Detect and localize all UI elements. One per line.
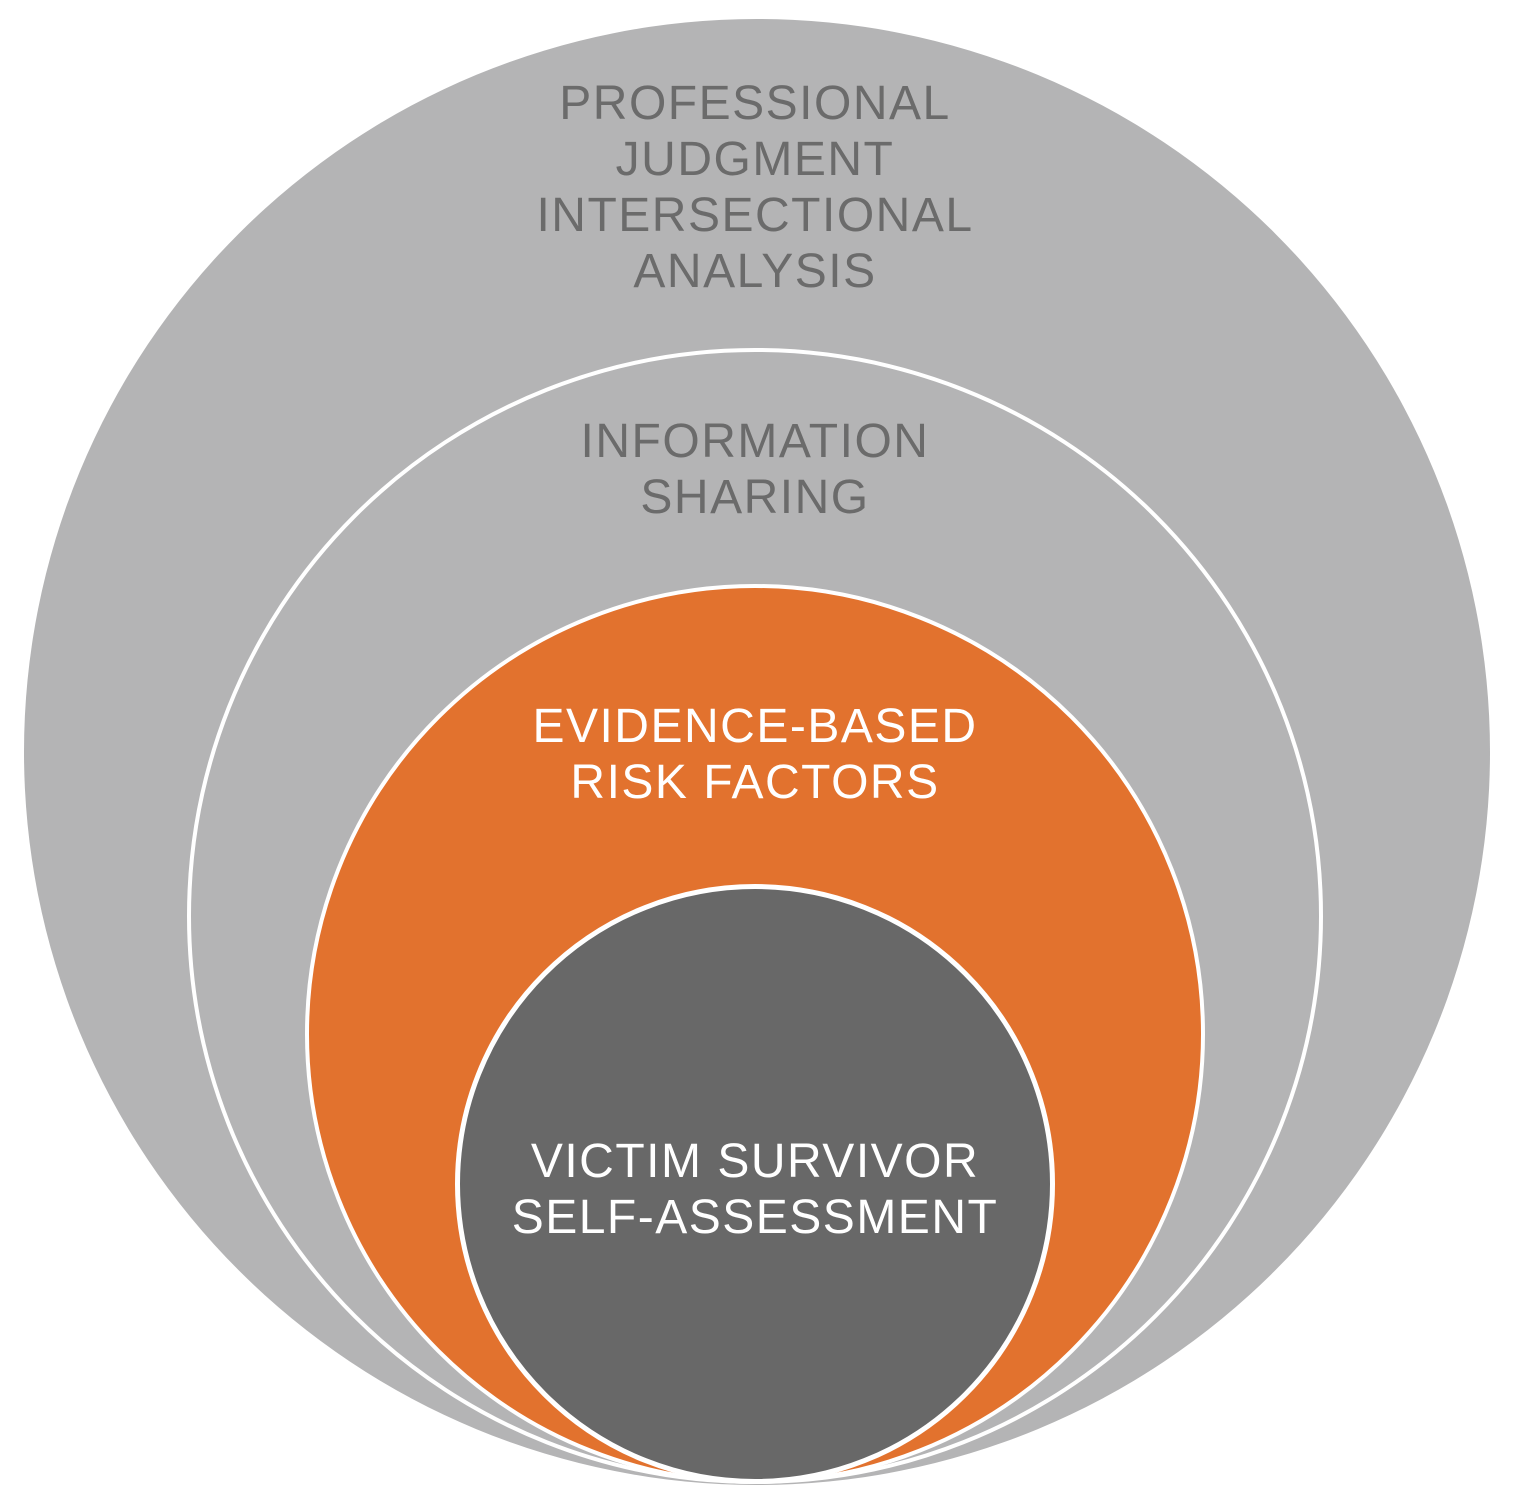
label-line: INFORMATION [580, 415, 930, 468]
circle-victim-survivor-self-assessment [455, 884, 1055, 1484]
label-line: EVIDENCE-BASED [532, 700, 978, 753]
label-line: ANALYSIS [633, 245, 877, 298]
label-line: RISK FACTORS [570, 756, 940, 809]
label-evidence-based-risk-factors: EVIDENCE-BASED RISK FACTORS [205, 699, 1305, 811]
label-professional-judgment-intersectional-analysis: PROFESSIONAL JUDGMENT INTERSECTIONAL ANA… [205, 76, 1305, 300]
label-line: PROFESSIONAL [559, 77, 951, 130]
label-line: JUDGMENT [615, 133, 895, 186]
label-victim-survivor-self-assessment: VICTIM SURVIVOR SELF-ASSESSMENT [205, 1134, 1305, 1246]
label-information-sharing: INFORMATION SHARING [205, 414, 1305, 526]
label-line: SHARING [640, 471, 870, 524]
label-line: VICTIM SURVIVOR [530, 1135, 980, 1188]
label-line: INTERSECTIONAL [536, 189, 974, 242]
label-line: SELF-ASSESSMENT [511, 1191, 999, 1244]
